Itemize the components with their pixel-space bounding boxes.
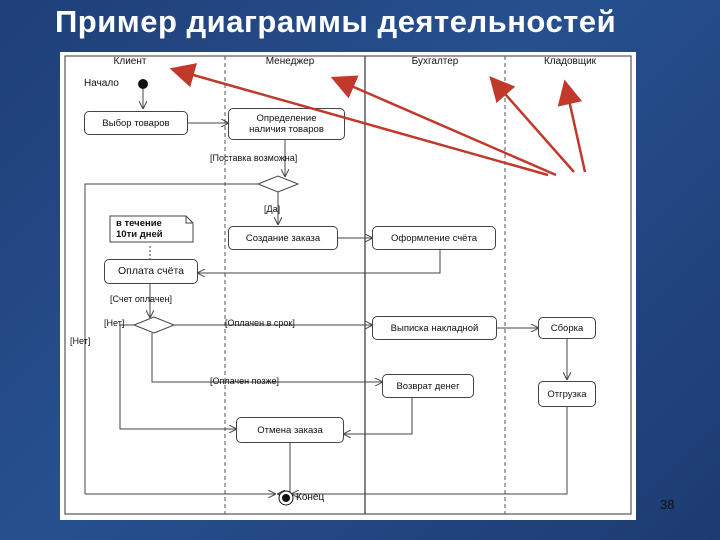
lane-header-manager: Менеджер — [265, 56, 315, 67]
activity-refund: Возврат денег — [382, 374, 474, 398]
activity-pay-invoice: Оплата счёта — [104, 259, 198, 284]
swimlane-callout: Плавательная дорожка — [508, 185, 601, 221]
guard-delivery-possible: [Поставка возможна] — [210, 153, 298, 163]
note-shape — [109, 215, 194, 243]
activity-assembly: Сборка — [538, 317, 596, 339]
note-line: 10ти дней — [116, 229, 163, 240]
callout-arrow — [557, 79, 587, 173]
note-ten-days: в течение 10ти дней — [116, 218, 163, 240]
slide-title: Пример диаграммы деятельностей — [55, 4, 617, 39]
activity-issue-waybill: Выписка накладной — [372, 316, 497, 340]
guard-no-outer: [Нет] — [70, 336, 91, 346]
start-label: Начало — [84, 78, 119, 89]
guard-paid-on-time: [Оплачен в срок] — [225, 318, 295, 328]
callout-arrow — [330, 75, 557, 177]
activity-choose-goods: Выбор товаров — [84, 111, 188, 135]
diagram-frame — [64, 55, 632, 515]
callout-arrow — [489, 76, 575, 173]
lane-header-accountant: Бухгалтер — [411, 56, 459, 67]
guard-yes: [Да] — [264, 204, 281, 214]
activity-diagram: Клиент Менеджер Бухгалтер Кладовщик Нача… — [60, 52, 636, 520]
activity-shipment: Отгрузка — [538, 381, 596, 407]
diagram-lines — [64, 55, 632, 515]
guard-invoice-paid: [Счет оплачен] — [110, 294, 173, 304]
page-number: 38 — [660, 497, 675, 512]
lane-header-client: Клиент — [113, 56, 147, 67]
activity-issue-invoice: Оформление счёта — [372, 226, 496, 250]
guard-no-inner: [Нет] — [104, 318, 125, 328]
decision-diamond — [256, 175, 300, 193]
end-label: Конец — [296, 492, 325, 503]
lane-header-storekeeper: Кладовщик — [543, 56, 597, 67]
guard-paid-late: [Оплачен позже] — [210, 376, 280, 386]
start-node — [138, 79, 148, 89]
note-line: в течение — [116, 218, 162, 229]
callout-arrow — [169, 63, 549, 177]
activity-create-order: Создание заказа — [228, 226, 338, 250]
activity-cancel-order: Отмена заказа — [236, 417, 344, 443]
